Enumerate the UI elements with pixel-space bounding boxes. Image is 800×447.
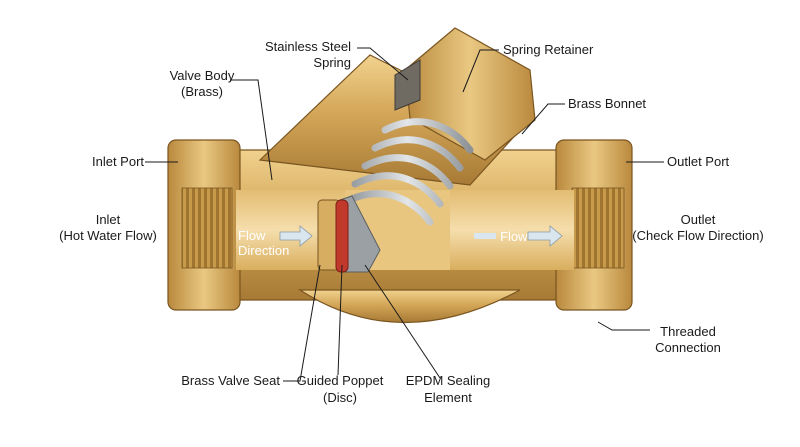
svg-text:Inlet Port: Inlet Port xyxy=(92,154,144,169)
label-inlet-port: Inlet Port xyxy=(92,154,144,169)
stainless-steel-spring xyxy=(341,118,474,226)
flow-arrow-left xyxy=(279,225,313,247)
svg-text:Spring: Spring xyxy=(313,55,351,70)
epdm-sealing-element xyxy=(335,199,349,273)
label-stainless-steel-spring: Stainless Steel Spring xyxy=(265,39,351,70)
flow-arrow-right xyxy=(474,225,563,247)
svg-text:(Disc): (Disc) xyxy=(323,390,357,405)
svg-text:(Check Flow Direction): (Check Flow Direction) xyxy=(632,228,763,243)
label-epdm-sealing: EPDM Sealing Element xyxy=(406,373,491,405)
svg-text:Valve Body: Valve Body xyxy=(170,68,235,83)
svg-text:Connection: Connection xyxy=(655,340,721,355)
svg-text:(Brass): (Brass) xyxy=(181,84,223,99)
svg-text:Spring Retainer: Spring Retainer xyxy=(503,42,594,57)
svg-text:Element: Element xyxy=(424,390,472,405)
svg-text:Brass Bonnet: Brass Bonnet xyxy=(568,96,646,111)
inlet-port xyxy=(167,139,241,311)
svg-text:EPDM Sealing: EPDM Sealing xyxy=(406,373,491,388)
flow-label-left-line1: Flow xyxy=(238,228,266,243)
label-threaded-connection: Threaded Connection xyxy=(655,324,721,355)
svg-text:Guided Poppet: Guided Poppet xyxy=(297,373,384,388)
svg-text:Inlet: Inlet xyxy=(96,212,121,227)
svg-text:Outlet Port: Outlet Port xyxy=(667,154,730,169)
svg-text:(Hot Water Flow): (Hot Water Flow) xyxy=(59,228,157,243)
svg-text:Threaded: Threaded xyxy=(660,324,716,339)
label-guided-poppet: Guided Poppet (Disc) xyxy=(297,373,384,405)
svg-text:Brass Valve Seat: Brass Valve Seat xyxy=(181,373,280,388)
outlet-port xyxy=(555,139,633,311)
leader-lines xyxy=(145,47,664,382)
label-brass-bonnet: Brass Bonnet xyxy=(568,96,646,111)
label-inlet: Inlet (Hot Water Flow) xyxy=(59,212,157,243)
flow-label-right: Flow xyxy=(500,229,528,244)
label-spring-retainer: Spring Retainer xyxy=(503,42,594,57)
label-valve-body: Valve Body (Brass) xyxy=(170,68,235,99)
label-outlet: Outlet (Check Flow Direction) xyxy=(632,212,763,243)
flow-label-left-line2: Direction xyxy=(238,243,289,258)
svg-text:Outlet: Outlet xyxy=(681,212,716,227)
label-brass-valve-seat: Brass Valve Seat xyxy=(181,373,280,388)
svg-text:Stainless Steel: Stainless Steel xyxy=(265,39,351,54)
label-outlet-port: Outlet Port xyxy=(667,154,730,169)
